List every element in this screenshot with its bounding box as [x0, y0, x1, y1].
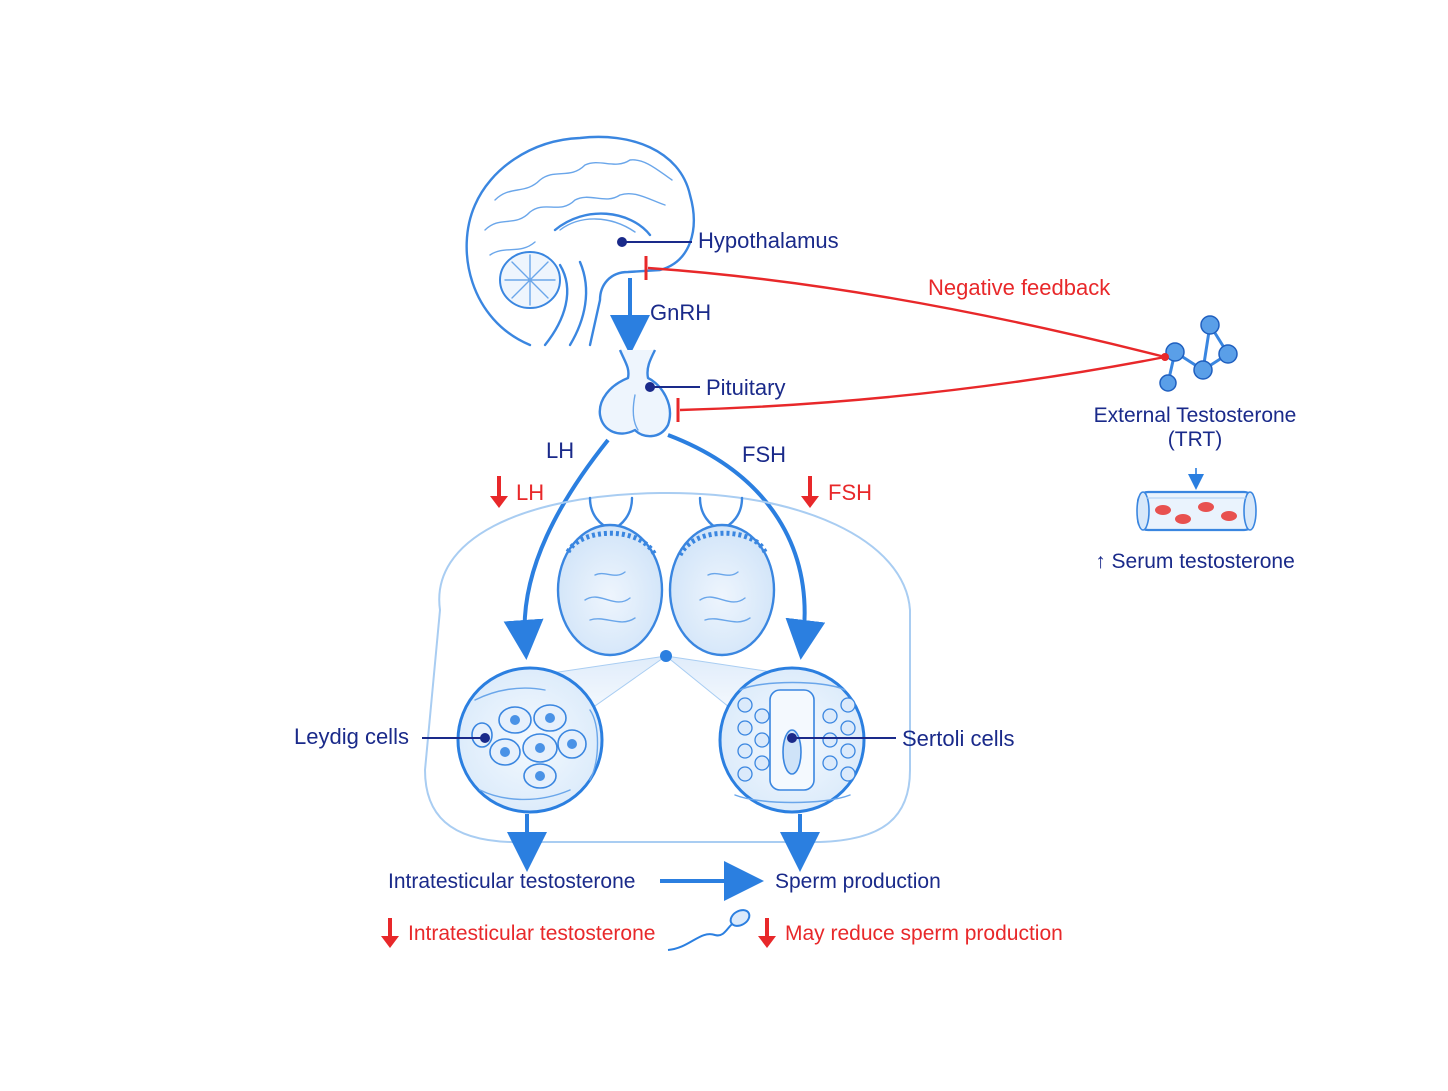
negative-feedback-label: Negative feedback [928, 275, 1111, 300]
pituitary-icon [598, 349, 671, 438]
leydig-cells-label: Leydig cells [294, 724, 409, 749]
lh-label: LH [546, 438, 574, 463]
leydig-cells-icon [456, 666, 604, 814]
scrotum-outline [423, 491, 911, 843]
testes-icon [556, 496, 776, 657]
sertoli-cells-label: Sertoli cells [902, 726, 1014, 751]
brain-icon [465, 135, 695, 347]
blood-vessel-icon [1136, 490, 1257, 532]
lh-arrow [503, 438, 610, 660]
pituitary-label: Pituitary [706, 375, 785, 400]
fsh-arrow [667, 433, 826, 660]
leydig-marker [422, 733, 490, 743]
external-testosterone-label: External Testosterone [1094, 404, 1297, 427]
sperm-production-label: Sperm production [775, 870, 941, 893]
reduce-sperm-label: May reduce sperm production [785, 922, 1063, 945]
lh-decrease-label: LH [516, 480, 544, 505]
pituitary-marker [645, 382, 700, 392]
sertoli-marker [787, 733, 896, 743]
intratesticular-down-arrow-icon [381, 918, 399, 948]
trt-label: (TRT) [1168, 428, 1222, 451]
negative-feedback-lines [644, 256, 1166, 422]
sperm-icon [667, 909, 751, 951]
lh-down-arrow-icon [490, 476, 508, 508]
sperm-down-arrow-icon [758, 918, 776, 948]
intratesticular-decrease-label: Intratesticular testosterone [408, 922, 655, 945]
serum-testosterone-label: ↑ Serum testosterone [1095, 550, 1295, 573]
molecule-icon [1159, 315, 1238, 392]
intratesticular-testosterone-label: Intratesticular testosterone [388, 870, 635, 893]
hypothalamus-label: Hypothalamus [698, 228, 839, 253]
fsh-down-arrow-icon [801, 476, 819, 508]
fsh-label: FSH [742, 442, 786, 467]
gnrh-label: GnRH [650, 300, 711, 325]
hypothalamus-marker [617, 237, 692, 247]
fsh-decrease-label: FSH [828, 480, 872, 505]
